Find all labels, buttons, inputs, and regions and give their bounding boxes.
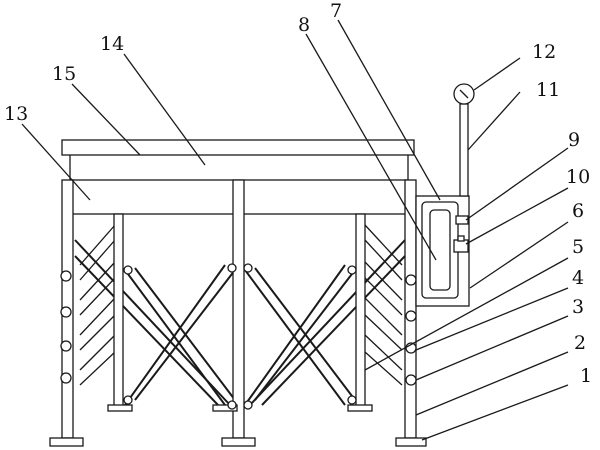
label-1: 1 [580, 365, 592, 387]
label-9: 9 [568, 129, 580, 151]
label-8: 8 [298, 14, 310, 36]
support-legs [61, 179, 417, 439]
control-box [415, 195, 470, 307]
label-12: 12 [532, 41, 556, 63]
label-2: 2 [574, 332, 586, 354]
feet [49, 404, 427, 447]
label-3: 3 [572, 296, 584, 318]
label-5: 5 [572, 236, 584, 258]
right-side-braces [364, 224, 403, 386]
top-plate [61, 139, 415, 156]
label-7: 7 [330, 0, 342, 22]
left-side-braces [79, 224, 116, 386]
label-4: 4 [572, 267, 584, 289]
label-10: 10 [566, 166, 590, 188]
label-15: 15 [52, 63, 76, 85]
scissor-braces [74, 239, 406, 406]
pins [60, 263, 417, 410]
handle [453, 83, 475, 197]
part-labels: 1 2 3 4 5 6 7 8 9 10 11 12 13 14 15 [4, 0, 592, 387]
label-11: 11 [536, 79, 560, 101]
label-14: 14 [100, 33, 124, 55]
label-6: 6 [572, 200, 584, 222]
label-13: 13 [4, 103, 28, 125]
leader-lines [21, 19, 569, 441]
